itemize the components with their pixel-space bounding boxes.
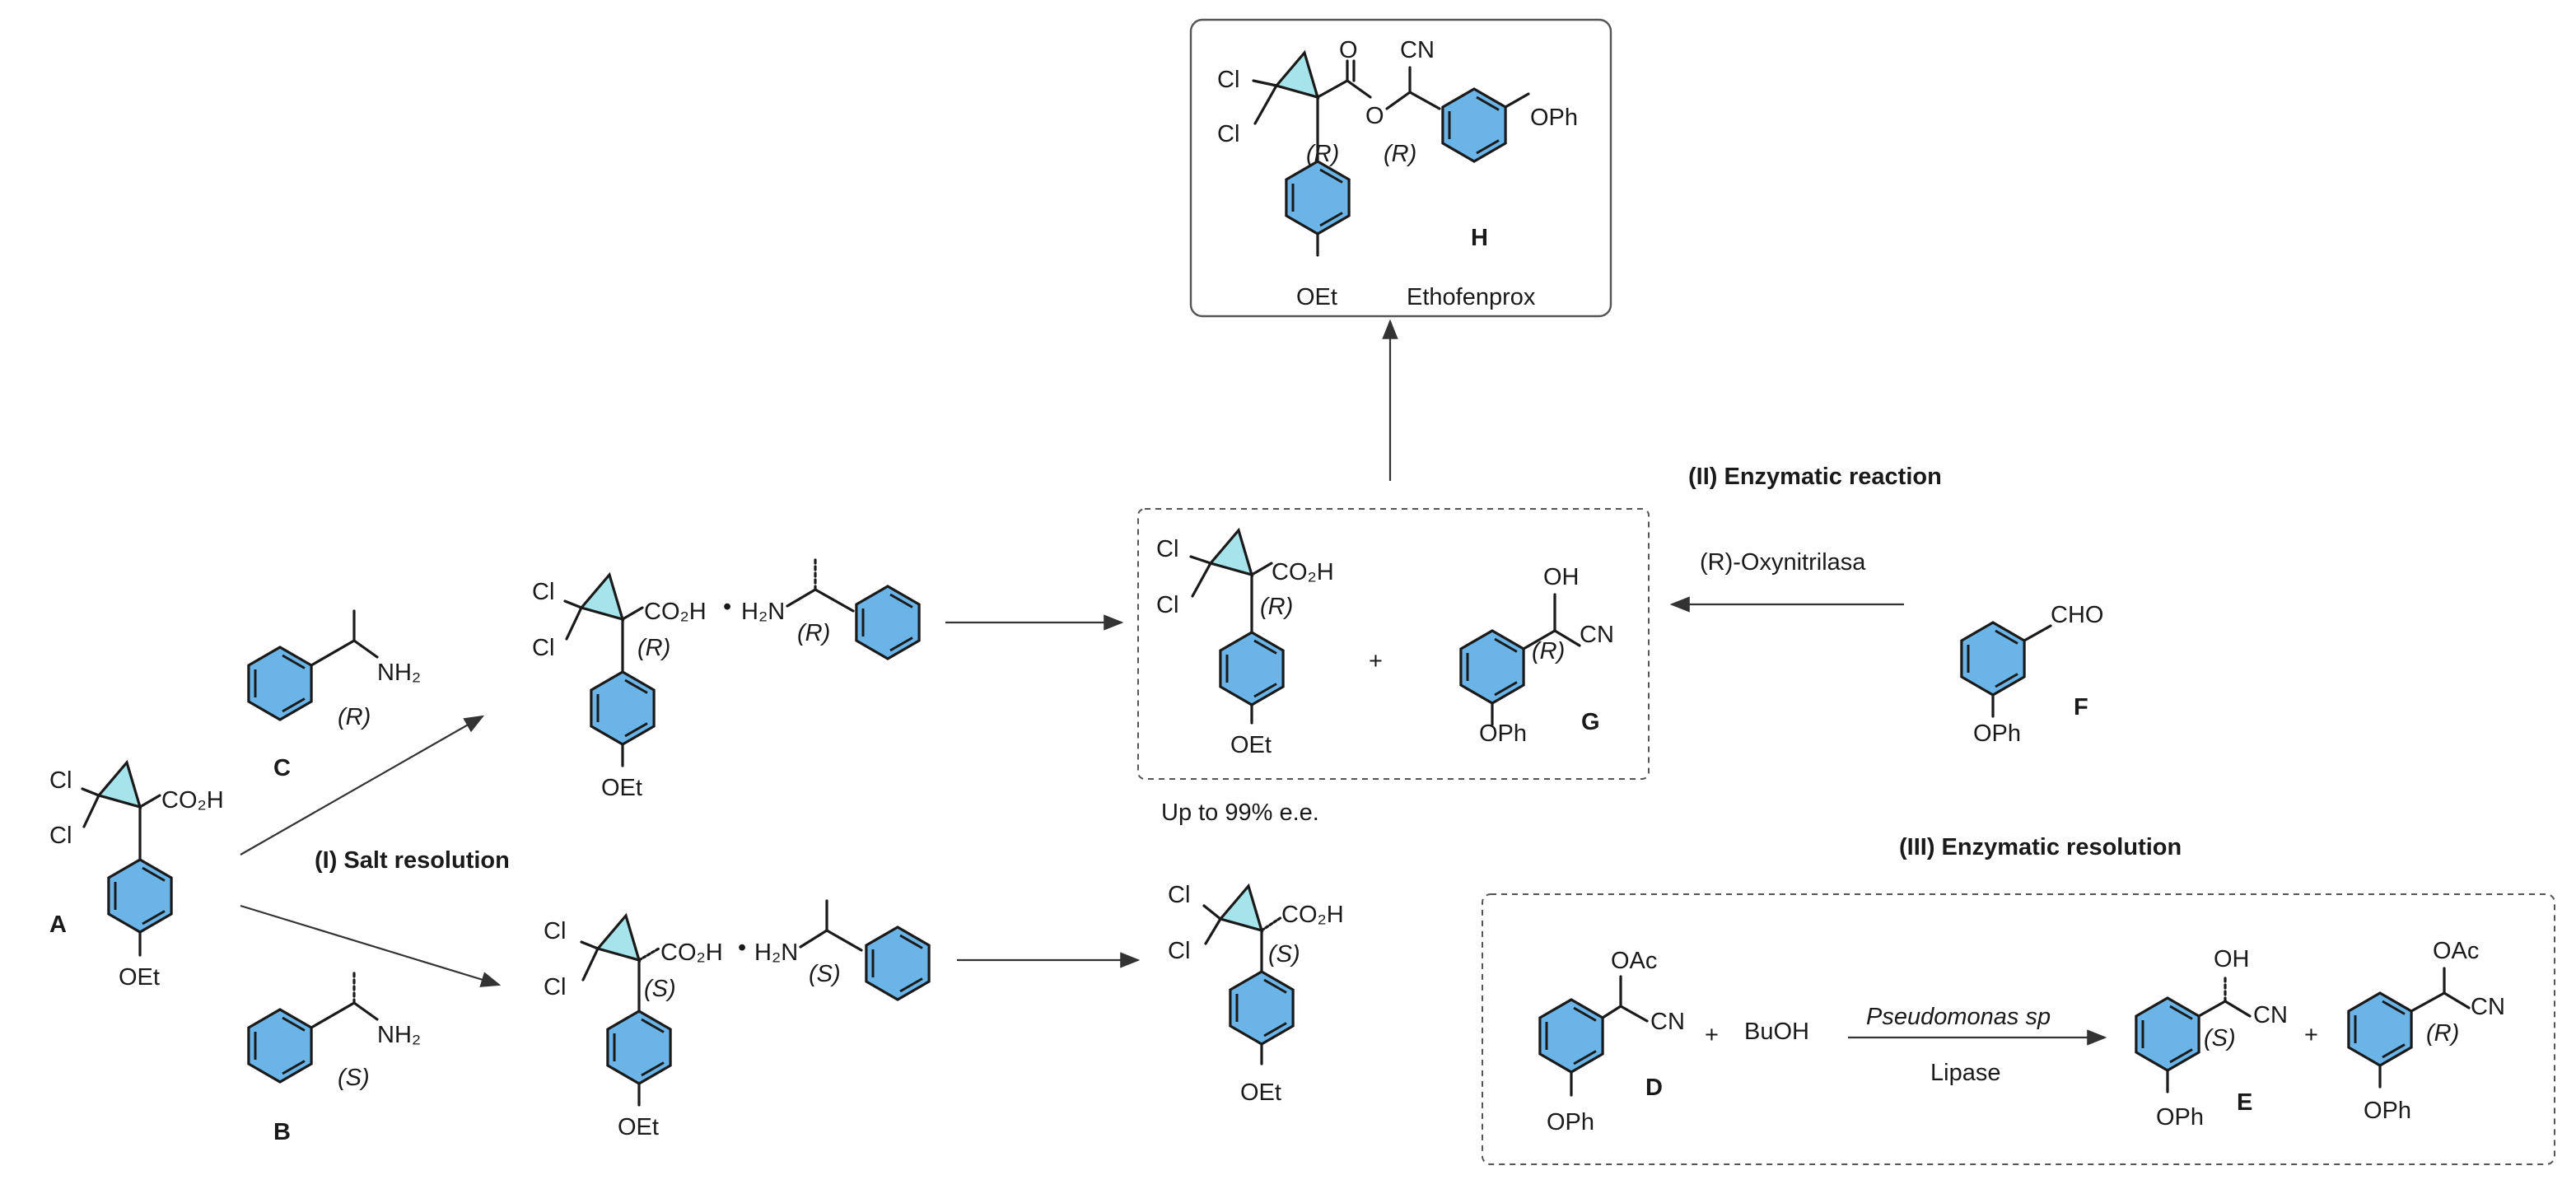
racid-co2h: CO₂H: [1272, 559, 1334, 585]
c-nh2: NH₂: [377, 660, 421, 686]
reagent-lipase: Lipase: [1930, 1060, 2000, 1086]
h-ester-desc: (R): [1384, 141, 1416, 167]
a-cl-bottom: Cl: [49, 823, 72, 849]
d-oph: OPh: [1547, 1109, 1594, 1135]
compound-f: CHO OPh F: [1960, 602, 2103, 747]
b-nh2: NH₂: [377, 1022, 421, 1048]
a-cl-top: Cl: [49, 767, 72, 794]
compound-e: OH CN (S) OPh E: [2135, 946, 2288, 1131]
arrow-a-to-s-salt: [240, 904, 502, 987]
s-salt: Cl Cl CO₂H • H₂N (S) (S) OEt: [544, 899, 931, 1140]
sacid-cl-top: Cl: [1168, 882, 1190, 908]
g-desc: (R): [1532, 638, 1565, 664]
ssalt-cl-bottom: Cl: [544, 974, 566, 1000]
label-a: A: [49, 912, 67, 938]
reagent-buoh: BuOH: [1744, 1019, 1809, 1045]
resolution-plus-2: +: [2304, 1022, 2318, 1048]
rsalt-cl-top: Cl: [532, 579, 554, 605]
racid-cl-bottom: Cl: [1156, 592, 1178, 618]
ssalt-h2n: H₂N: [754, 940, 798, 966]
center-dashed-box: [1137, 508, 1650, 780]
b-descriptor: (S): [338, 1065, 370, 1091]
racid-cl-top: Cl: [1156, 536, 1178, 562]
label-d: D: [1645, 1075, 1663, 1101]
a-co2h: CO₂H: [161, 787, 224, 814]
h-cl-bottom: Cl: [1217, 121, 1239, 147]
dr-desc: (R): [2426, 1020, 2459, 1047]
r-acid: Cl Cl CO₂H (R) OEt: [1156, 529, 1334, 758]
ssalt-cl-top: Cl: [544, 918, 566, 944]
g-oph: OPh: [1479, 720, 1527, 747]
label-enzymatic-reaction: (II) Enzymatic reaction: [1688, 464, 1942, 490]
label-b: B: [273, 1119, 291, 1145]
h-cl-top: Cl: [1217, 67, 1239, 93]
arrow-a-to-r-salt: [240, 715, 485, 856]
d-oac: OAc: [1611, 948, 1657, 974]
dr-cn: CN: [2471, 994, 2505, 1020]
sacid-co2h: CO₂H: [1281, 902, 1344, 928]
racid-desc: (R): [1260, 594, 1293, 620]
c-descriptor: (R): [338, 704, 371, 730]
label-salt-resolution: (I) Salt resolution: [315, 847, 510, 874]
label-h: H: [1471, 225, 1488, 251]
resolution-plus-1: +: [1705, 1022, 1719, 1048]
sacid-desc: (S): [1268, 941, 1300, 968]
ssalt-acid-desc: (S): [644, 976, 676, 1002]
e-oh: OH: [2214, 946, 2250, 972]
f-cho: CHO: [2051, 602, 2103, 628]
h-ester-o: O: [1365, 103, 1384, 129]
h-oet: OEt: [1296, 284, 1337, 310]
g-cn: CN: [1580, 622, 1614, 648]
h-oph: OPh: [1530, 105, 1578, 131]
ssalt-co2h: CO₂H: [660, 940, 723, 966]
reagent-oxynitrilase: (R)-Oxynitrilasa: [1700, 549, 1866, 576]
ssalt-oet: OEt: [618, 1114, 659, 1140]
f-oph: OPh: [1973, 720, 2021, 747]
compound-d: OAc CN OPh D: [1538, 948, 1685, 1135]
h-cn: CN: [1400, 37, 1435, 63]
center-plus: +: [1369, 648, 1383, 674]
compound-c: NH₂ (R) C: [247, 609, 421, 781]
rsalt-amine-desc: (R): [797, 620, 830, 646]
compound-d-r: OAc CN (R) OPh: [2347, 938, 2505, 1124]
dr-oph: OPh: [2364, 1098, 2411, 1124]
h-carbonyl-o: O: [1339, 37, 1358, 63]
ssalt-amine-desc: (S): [809, 961, 841, 987]
d-cn: CN: [1650, 1009, 1685, 1035]
h-acid-desc: (R): [1306, 141, 1339, 167]
e-oph: OPh: [2156, 1104, 2204, 1131]
ee-note: Up to 99% e.e.: [1161, 800, 1319, 826]
label-e: E: [2237, 1089, 2252, 1116]
label-c: C: [273, 755, 291, 781]
compound-b: NH₂ (S) B: [247, 970, 421, 1145]
label-f: F: [2074, 694, 2088, 720]
sacid-oet: OEt: [1240, 1079, 1281, 1106]
r-salt: Cl Cl CO₂H • H₂N (R) (R) OEt: [532, 558, 921, 801]
resolution-dashed-box: [1482, 893, 2555, 1165]
ssalt-bullet: •: [738, 935, 746, 961]
rsalt-acid-desc: (R): [637, 635, 670, 661]
compound-h: Cl Cl O O CN (R) (R) OPh OEt H Ethofenpr…: [1217, 37, 1578, 310]
reagent-pseudomonas: Pseudomonas sp: [1866, 1004, 2051, 1030]
rsalt-bullet: •: [723, 594, 731, 620]
g-oh: OH: [1543, 564, 1580, 590]
rsalt-co2h: CO₂H: [644, 599, 707, 625]
a-oet: OEt: [119, 964, 160, 991]
label-g: G: [1581, 709, 1600, 735]
rsalt-cl-bottom: Cl: [532, 635, 554, 661]
sacid-cl-bottom: Cl: [1168, 938, 1190, 964]
racid-oet: OEt: [1230, 732, 1272, 758]
dr-oac: OAc: [2433, 938, 2479, 964]
s-acid: Cl Cl CO₂H (S) OEt: [1168, 882, 1344, 1106]
label-enzymatic-resolution: (III) Enzymatic resolution: [1899, 834, 2182, 860]
ethofenprox-box: [1189, 18, 1612, 318]
compound-g: OH CN (R) OPh G: [1459, 564, 1614, 747]
rsalt-oet: OEt: [601, 775, 642, 801]
rsalt-h2n: H₂N: [741, 599, 785, 625]
compound-a: Cl Cl CO₂H OEt A: [49, 761, 224, 991]
e-desc: (S): [2204, 1025, 2236, 1051]
e-cn: CN: [2253, 1002, 2288, 1028]
product-name: Ethofenprox: [1407, 284, 1536, 310]
